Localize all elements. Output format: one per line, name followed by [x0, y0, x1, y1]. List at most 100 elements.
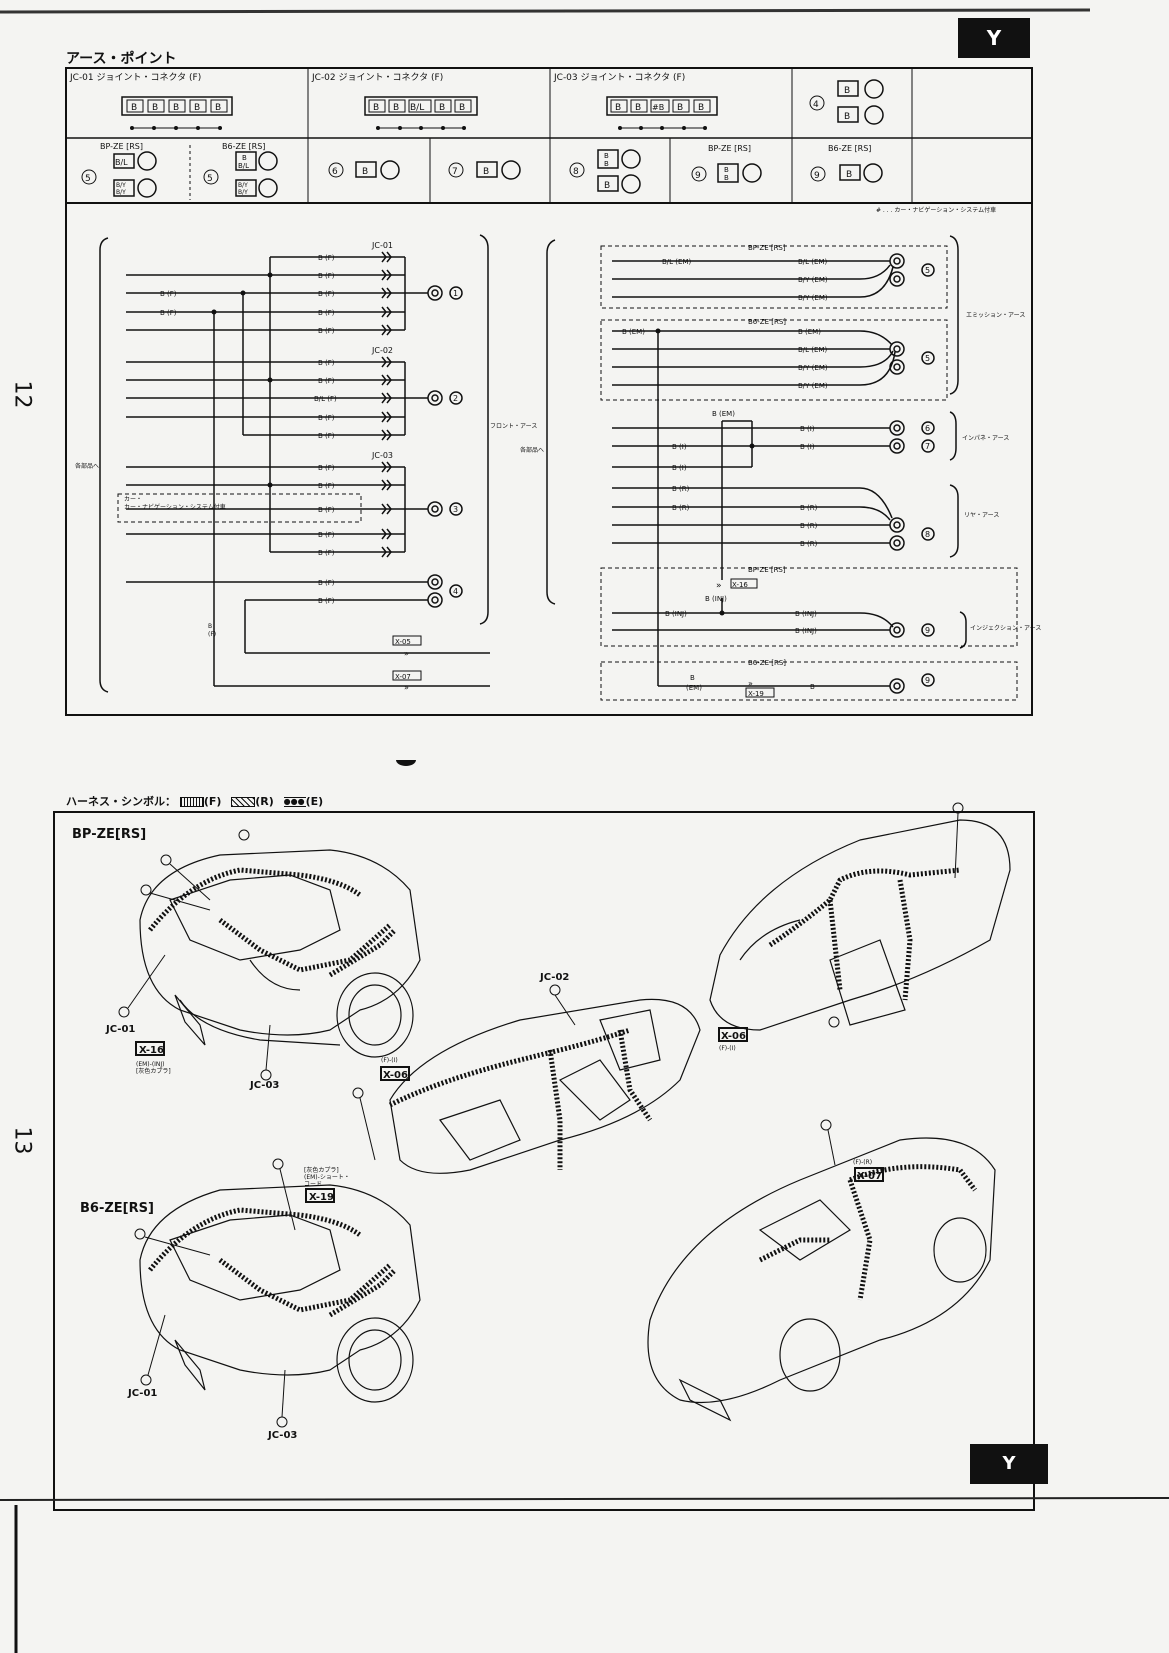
svg-text:B: B [459, 103, 465, 113]
svg-text:4: 4 [813, 100, 819, 110]
svg-text:BP-ZE [RS]: BP-ZE [RS] [748, 566, 786, 574]
svg-text:7: 7 [925, 442, 930, 451]
svg-text:2: 2 [453, 394, 458, 403]
svg-text:BP-ZE [RS]: BP-ZE [RS] [748, 244, 786, 252]
svg-text:B (I): B (I) [800, 425, 815, 433]
svg-text:8: 8 [925, 530, 930, 539]
svg-text:B: B [173, 103, 179, 113]
svg-text:B (F): B (F) [318, 272, 335, 280]
svg-text:[灰色カプラ]: [灰色カプラ] [304, 1166, 339, 1174]
svg-text:B/L (F): B/L (F) [314, 395, 337, 403]
svg-text:B: B [698, 103, 704, 113]
svg-text:B (F): B (F) [318, 506, 335, 514]
svg-text:リヤ・アース: リヤ・アース [964, 512, 999, 519]
svg-text:B/L (EM): B/L (EM) [662, 258, 691, 266]
svg-text:インジェクション・アース: インジェクション・アース [970, 625, 1041, 632]
svg-text:#B: #B [652, 103, 664, 112]
svg-text:インパネ・アース: インパネ・アース [962, 435, 1009, 442]
svg-text:5: 5 [925, 354, 930, 363]
svg-text:B (EM): B (EM) [798, 328, 821, 336]
svg-text:B (I): B (I) [672, 443, 687, 451]
svg-text:B: B [362, 167, 368, 177]
bp-ze-engine-bay [139, 849, 421, 1058]
svg-text:BP-ZE [RS]: BP-ZE [RS] [100, 142, 143, 151]
svg-text:カー・: カー・ [124, 496, 142, 503]
svg-text:X-16: X-16 [139, 1045, 164, 1056]
svg-text:JC-02: JC-02 [371, 346, 393, 355]
svg-text:B6-ZE [RS]: B6-ZE [RS] [748, 318, 786, 326]
svg-text:B (F): B (F) [318, 290, 335, 298]
svg-text:BP-ZE[RS]: BP-ZE[RS] [72, 827, 146, 842]
svg-text:(F)-(R): (F)-(R) [853, 1159, 872, 1166]
earth-point-7-cell: 7 B [448, 160, 521, 180]
svg-text:B (F): B (F) [318, 432, 335, 440]
svg-text:9: 9 [814, 171, 820, 181]
svg-text:B: B [635, 103, 641, 113]
svg-text:B (F): B (F) [318, 549, 335, 557]
svg-text:B/L (EM): B/L (EM) [798, 346, 827, 354]
svg-text:B: B [215, 103, 221, 113]
svg-text:JC-01: JC-01 [105, 1024, 135, 1035]
svg-text:B6-ZE [RS]: B6-ZE [RS] [222, 142, 265, 151]
svg-text:B (F): B (F) [318, 327, 335, 335]
svg-text:B/Y (EM): B/Y (EM) [798, 294, 828, 302]
harness-legend: ハーネス・シンボル： (F) (R) ●●●(E) [66, 795, 324, 808]
svg-text:B/L: B/L [410, 103, 424, 113]
svg-text:B (INJ): B (INJ) [665, 610, 687, 618]
svg-text:B (I): B (I) [672, 464, 687, 472]
svg-text:B (INJ): B (INJ) [705, 595, 727, 603]
svg-text:X-19: X-19 [748, 690, 764, 698]
svg-text:B: B [373, 103, 379, 113]
jc02-label: JC-02 ジョイント・コネクタ (F) [311, 72, 443, 83]
svg-text:B: B [677, 103, 683, 113]
svg-text:B (R): B (R) [800, 504, 818, 512]
svg-text:B (F): B (F) [318, 414, 335, 422]
svg-text:B (F): B (F) [318, 579, 335, 587]
svg-text:9: 9 [695, 171, 701, 181]
svg-text:各部品へ: 各部品へ [75, 462, 99, 470]
svg-text:B (F): B (F) [160, 290, 177, 298]
svg-text:B (INJ): B (INJ) [795, 610, 817, 618]
svg-text:JC-01: JC-01 [371, 241, 393, 250]
earth-point-4-cell: 4 B B [809, 79, 884, 125]
svg-text:B: B [690, 674, 695, 682]
svg-text:B (F): B (F) [318, 377, 335, 385]
svg-text:B: B [604, 152, 609, 160]
svg-text:B: B [194, 103, 200, 113]
svg-text:B: B [439, 103, 445, 113]
svg-text:B: B [615, 103, 621, 113]
earth-point-8-cell: 8 BB B [569, 149, 641, 194]
svg-text:(EM)-(INJ): (EM)-(INJ) [136, 1061, 165, 1068]
svg-text:B/Y (EM): B/Y (EM) [798, 382, 828, 390]
svg-text:»: » [404, 683, 409, 692]
svg-text:BP-ZE [RS]: BP-ZE [RS] [708, 144, 751, 153]
svg-text:B: B [604, 160, 609, 168]
svg-text:B6-ZE[RS]: B6-ZE[RS] [80, 1201, 154, 1216]
svg-text:B (R): B (R) [672, 504, 690, 512]
rear-car-body [647, 1137, 996, 1422]
svg-text:コード: コード [304, 1181, 322, 1188]
jc03-label: JC-03 ジョイント・コネクタ (F) [553, 72, 685, 83]
svg-text:JC-01: JC-01 [127, 1388, 157, 1399]
svg-text:B: B [724, 174, 729, 182]
svg-text:B (F): B (F) [318, 531, 335, 539]
svg-text:B (R): B (R) [672, 485, 690, 493]
jc02-connector: B B B/L B B [364, 96, 478, 130]
svg-text:B (I): B (I) [800, 443, 815, 451]
page-title: アース・ポイント [66, 51, 177, 67]
svg-text:B (F): B (F) [318, 309, 335, 317]
b6-ze-engine-bay [139, 1184, 421, 1403]
svg-text:B: B [724, 166, 729, 174]
svg-text:X-19: X-19 [309, 1192, 334, 1203]
svg-text:B: B [846, 170, 852, 180]
svg-text:フロント・アース: フロント・アース [490, 423, 537, 430]
svg-text:B: B [131, 103, 137, 113]
svg-text:B: B [483, 167, 489, 177]
earth-point-9-bp-cell: 9 BB [691, 163, 762, 183]
jc01-label: JC-01 ジョイント・コネクタ (F) [69, 72, 201, 83]
svg-text:(F)-(I): (F)-(I) [719, 1045, 736, 1052]
earth-point-6-cell: 6 B [328, 160, 400, 180]
svg-text:8: 8 [573, 167, 579, 177]
svg-text:6: 6 [332, 167, 338, 177]
svg-text:B/Y: B/Y [238, 189, 248, 196]
